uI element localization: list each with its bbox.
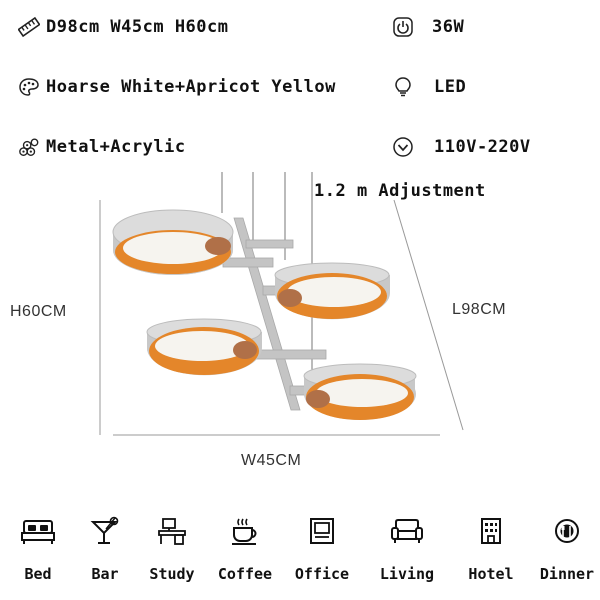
coffee-cup-icon xyxy=(230,516,260,550)
room-dinner: Dinner xyxy=(532,515,600,583)
cocktail-icon xyxy=(90,516,120,550)
spec-color: Hoarse White+Apricot Yellow xyxy=(18,76,336,98)
lamp-frame xyxy=(222,217,327,411)
palette-icon xyxy=(18,76,40,98)
spec-adjustment-text: 1.2 m Adjustment xyxy=(314,181,486,201)
room-hotel: Hotel xyxy=(456,515,526,583)
room-usage-row: Bed Bar Study Coffee Office Living xyxy=(0,515,600,595)
spec-dimensions-text: D98cm W45cm H60cm xyxy=(46,17,229,37)
material-logs-icon xyxy=(18,136,40,158)
power-icon xyxy=(392,16,414,38)
spec-material: Metal+Acrylic xyxy=(18,136,186,158)
width-label: W45CM xyxy=(241,452,302,469)
room-bar-label: Bar xyxy=(91,565,119,583)
lamp-ring-3 xyxy=(146,318,262,376)
bed-icon xyxy=(21,517,55,549)
office-icon xyxy=(307,516,337,550)
room-study-label: Study xyxy=(149,565,195,583)
length-dimension-line xyxy=(393,199,464,431)
ruler-icon xyxy=(18,16,40,38)
desk-icon xyxy=(157,516,187,550)
light-bulb-icon xyxy=(392,76,414,98)
lamp-ring-1 xyxy=(112,209,234,275)
room-living-label: Living xyxy=(379,565,435,583)
lamp-ring-2 xyxy=(274,262,390,320)
spec-light-source-text: LED xyxy=(434,77,467,97)
spec-power-text: 36W xyxy=(432,17,465,37)
spec-color-text: Hoarse White+Apricot Yellow xyxy=(46,77,336,97)
sofa-icon xyxy=(390,517,424,549)
spec-dimensions: D98cm W45cm H60cm xyxy=(18,16,229,38)
spec-voltage: 110V-220V xyxy=(392,136,531,158)
room-study: Study xyxy=(137,515,207,583)
room-bed-label: Bed xyxy=(24,565,52,583)
spec-material-text: Metal+Acrylic xyxy=(46,137,186,157)
dinner-plate-icon xyxy=(552,516,582,550)
room-coffee-label: Coffee xyxy=(217,565,273,583)
height-label: H60CM xyxy=(10,303,67,320)
room-dinner-label: Dinner xyxy=(539,565,595,583)
hotel-icon xyxy=(476,516,506,550)
spec-light-source: LED xyxy=(392,76,466,98)
room-bed: Bed xyxy=(3,515,73,583)
room-hotel-label: Hotel xyxy=(468,565,514,583)
spec-voltage-text: 110V-220V xyxy=(434,137,531,157)
spec-power: 36W xyxy=(392,16,464,38)
room-office: Office xyxy=(287,515,357,583)
room-living: Living xyxy=(372,515,442,583)
lamp-ring-4 xyxy=(303,363,417,420)
room-office-label: Office xyxy=(294,565,350,583)
spec-adjustment: 1.2 m Adjustment xyxy=(314,181,486,201)
voltage-check-icon xyxy=(392,136,414,158)
room-bar: Bar xyxy=(70,515,140,583)
room-coffee: Coffee xyxy=(210,515,280,583)
length-label: L98CM xyxy=(452,301,507,318)
